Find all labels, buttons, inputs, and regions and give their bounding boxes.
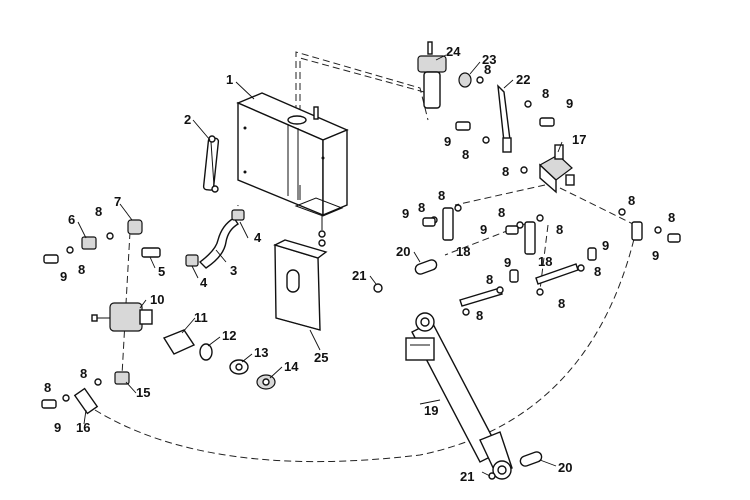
- cylinder-hose-upper: [459, 287, 503, 307]
- hose-route-valve-left: [454, 184, 546, 206]
- callout-25: 25: [314, 350, 328, 365]
- callout-3: 3: [230, 263, 237, 278]
- callout-21-upper: 21: [352, 268, 366, 283]
- callout-8: 8: [418, 200, 425, 215]
- callout-9: 9: [566, 96, 573, 111]
- callout-8: 8: [462, 147, 469, 162]
- return-hose: [497, 84, 512, 153]
- callout-labels: 1 2 3 4 4 5 6 7 8 8 8 8 8 8 8 8 8 8 8 8 …: [44, 44, 675, 484]
- callout-18-right: 18: [538, 254, 552, 269]
- tank-bracket: [273, 239, 328, 331]
- callout-7: 7: [114, 194, 121, 209]
- callout-8: 8: [44, 380, 51, 395]
- callout-13: 13: [254, 345, 268, 360]
- hose-fitting-left: [442, 207, 454, 241]
- callout-8: 8: [542, 86, 549, 101]
- callout-8: 8: [498, 205, 505, 220]
- callout-11: 11: [194, 310, 208, 325]
- hydraulic-tank: [236, 92, 349, 247]
- callout-6: 6: [68, 212, 75, 227]
- suction-hose: [198, 217, 239, 269]
- callout-2: 2: [184, 112, 191, 127]
- callout-22: 22: [516, 72, 530, 87]
- callout-23: 23: [482, 52, 496, 67]
- callout-4-upper: 4: [254, 230, 262, 245]
- return-line-dashed: [295, 51, 429, 121]
- callout-20-upper: 20: [396, 244, 410, 259]
- control-valve: [538, 144, 575, 194]
- cylinder-pin-upper: [414, 259, 438, 275]
- callout-8: 8: [78, 262, 85, 277]
- adapter-plate: [162, 329, 196, 355]
- tee-fitting: [81, 236, 97, 250]
- filter-head: [417, 41, 447, 109]
- pressure-hose-end: [73, 387, 99, 415]
- callout-14: 14: [284, 359, 299, 374]
- callout-9: 9: [60, 269, 67, 284]
- callout-9: 9: [504, 255, 511, 270]
- callout-8: 8: [502, 164, 509, 179]
- bolt-set: [41, 117, 681, 409]
- callout-9: 9: [54, 420, 61, 435]
- callout-15: 15: [136, 385, 150, 400]
- callout-9: 9: [444, 134, 451, 149]
- cylinder-pin-lower: [519, 451, 543, 467]
- hydraulic-cylinder: [405, 312, 513, 480]
- hose-route-lower: [94, 234, 636, 463]
- callout-9: 9: [480, 222, 487, 237]
- hose-fitting-right: [524, 221, 536, 255]
- callout-1: 1: [226, 72, 233, 87]
- callout-8: 8: [476, 308, 483, 323]
- callout-8: 8: [80, 366, 87, 381]
- sight-gauge: [202, 135, 220, 193]
- callout-21-lower: 21: [460, 469, 474, 484]
- callout-16: 16: [76, 420, 90, 435]
- coupling-ring: [199, 343, 213, 361]
- callout-5: 5: [158, 264, 165, 279]
- callout-9: 9: [402, 206, 409, 221]
- callout-24: 24: [446, 44, 461, 59]
- elbow-fitting-upper: [231, 209, 245, 221]
- washer-set: [62, 76, 662, 402]
- hydraulic-pump: [91, 302, 153, 332]
- callout-10: 10: [150, 292, 164, 307]
- callout-17: 17: [572, 132, 586, 147]
- callout-8: 8: [486, 272, 493, 287]
- callout-12: 12: [222, 328, 236, 343]
- callout-9: 9: [652, 248, 659, 263]
- callout-8: 8: [668, 210, 675, 225]
- callout-8: 8: [484, 62, 491, 77]
- coupling-hub: [256, 374, 276, 390]
- callout-19: 19: [424, 403, 438, 418]
- callout-18-left: 18: [456, 244, 470, 259]
- callout-8: 8: [558, 296, 565, 311]
- pressure-fitting: [127, 219, 143, 235]
- elbow-fitting-lower: [185, 254, 199, 267]
- hose-nipple: [141, 247, 161, 258]
- callout-20-lower: 20: [558, 460, 572, 475]
- callout-8: 8: [438, 188, 445, 203]
- callout-8: 8: [594, 264, 601, 279]
- coupling-half: [229, 359, 249, 375]
- retaining-clip-upper: [373, 283, 383, 293]
- callout-4-lower: 4: [200, 275, 208, 290]
- callout-8: 8: [628, 193, 635, 208]
- outlet-fitting: [114, 371, 130, 385]
- leader-lines: [77, 54, 563, 477]
- hose-fitting-far-right: [631, 221, 643, 241]
- hose-route-valve-right: [559, 187, 636, 226]
- callout-8: 8: [556, 222, 563, 237]
- callout-8: 8: [95, 204, 102, 219]
- callout-9: 9: [602, 238, 609, 253]
- filter-adapter: [458, 72, 472, 88]
